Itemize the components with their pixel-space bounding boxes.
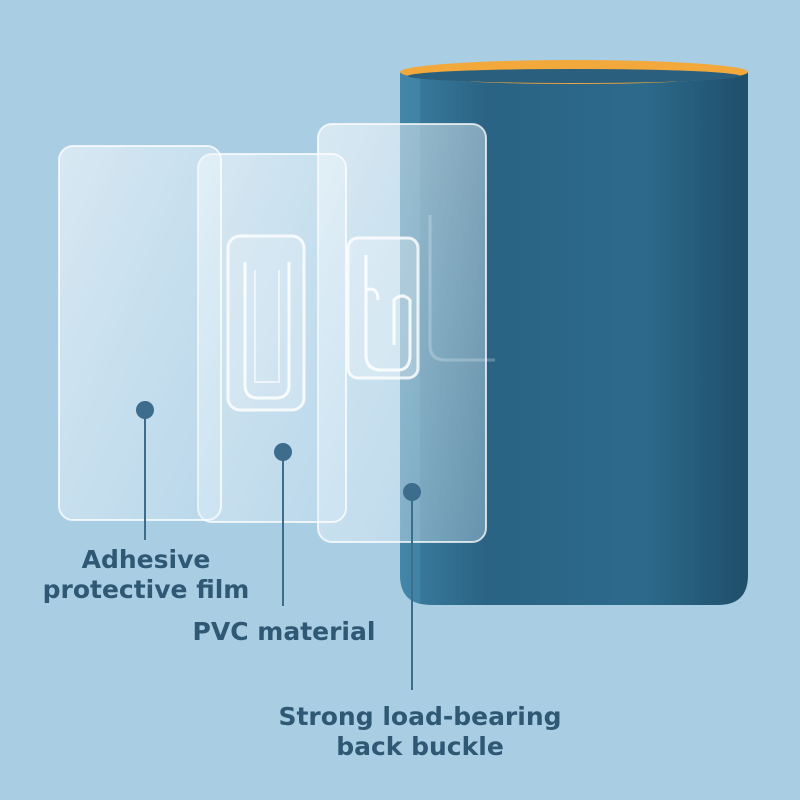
callout-dot (136, 401, 154, 419)
back-buckle-sheet (317, 123, 487, 543)
callout-dot (274, 443, 292, 461)
back-buckle-label-line1: Strong load-bearing (278, 702, 562, 731)
callout-dot (403, 483, 421, 501)
adhesive-film-label-line2: protective film (42, 575, 250, 604)
callout-pvc (274, 443, 292, 606)
back-buckle-label-line2: back buckle (336, 732, 504, 761)
callout-adhesive (136, 401, 154, 540)
adhesive-film-label-line1: Adhesive (81, 545, 211, 574)
adhesive-film-sheet (58, 145, 222, 521)
adhesive-film-label: Adhesive protective film (37, 545, 255, 605)
callout-buckle (403, 483, 421, 690)
pvc-material-label-text: PVC material (192, 617, 376, 646)
pvc-material-label: PVC material (186, 617, 382, 647)
back-buckle-label: Strong load-bearing back buckle (272, 702, 568, 762)
